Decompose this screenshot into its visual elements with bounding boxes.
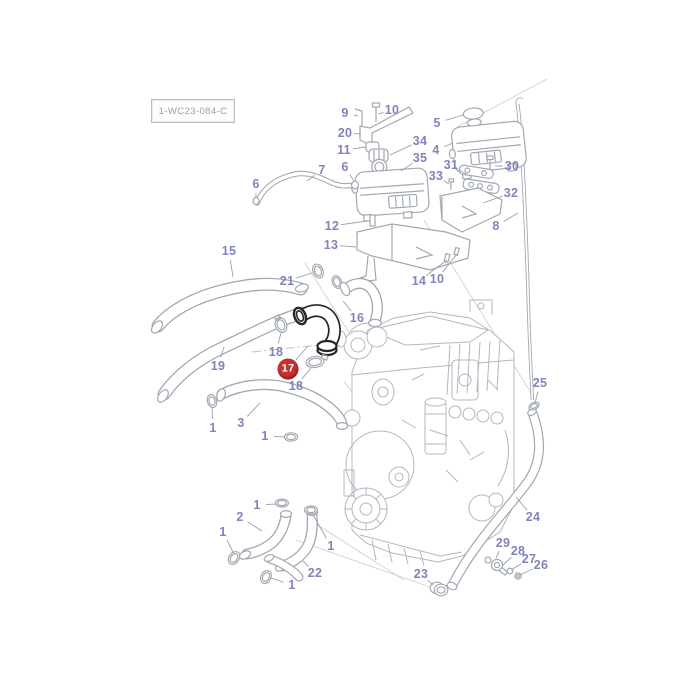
- bolt-33: [448, 178, 455, 183]
- leader-line-1: [265, 503, 277, 505]
- expansion-tank-35: [351, 158, 430, 222]
- leader-line-9: [353, 114, 359, 117]
- leader-line-14: [425, 259, 448, 276]
- leader-line-6: [349, 174, 355, 182]
- bracket-32: [439, 187, 503, 233]
- hose-7: [252, 170, 360, 206]
- clamp-1d: [227, 550, 241, 566]
- leader-line-34: [389, 144, 413, 156]
- leader-line-28: [502, 556, 512, 566]
- leader-line-19: [220, 346, 225, 358]
- clamp-18-upper: [273, 313, 288, 333]
- leader-line-15: [229, 259, 234, 278]
- mounting-hardware: [439, 155, 503, 233]
- leader-line-12: [340, 220, 368, 226]
- washer-29: [484, 556, 492, 564]
- leader-line-17: [295, 345, 309, 361]
- clamp-kit-26-29: [484, 556, 522, 580]
- ring-23: [429, 581, 449, 597]
- leader-line-10: [377, 112, 384, 115]
- spigot-hose: [263, 553, 304, 582]
- drawing-number-label: 1-WC23-084-C: [151, 99, 235, 123]
- leader-line-1: [270, 577, 284, 583]
- leader-line-33: [443, 180, 450, 185]
- fitting-12: [369, 214, 376, 227]
- clamp-1e: [303, 505, 319, 515]
- hose-15: [150, 277, 310, 334]
- highlighted-elbow-17: [292, 304, 341, 357]
- clamp-21: [312, 263, 343, 289]
- bracket-20: [359, 106, 414, 147]
- leader-line-10: [442, 253, 458, 273]
- leader-line-21: [295, 272, 313, 279]
- nut-26: [514, 572, 522, 580]
- oil-filter: [424, 397, 447, 455]
- clamp-1c: [275, 498, 290, 508]
- leader-line-25: [534, 391, 539, 404]
- elbow-2: [238, 510, 293, 560]
- leader-line-8: [503, 212, 519, 222]
- clamp-6-right: [351, 180, 360, 190]
- bracket-20-group: [354, 102, 414, 153]
- clamp-1a: [206, 393, 218, 409]
- leader-line-16: [342, 300, 352, 312]
- leader-line-18: [277, 332, 282, 344]
- leader-line-22: [302, 560, 309, 567]
- valve-cover: [368, 315, 490, 346]
- bolt-10: [371, 102, 381, 108]
- leader-line-2: [247, 521, 263, 532]
- leader-line-1: [211, 406, 214, 420]
- clamp-6-left: [252, 196, 260, 206]
- leader-line-5: [445, 114, 464, 121]
- leader-line-31: [458, 169, 467, 175]
- leader-line-23: [427, 579, 434, 586]
- ring-25: [528, 401, 540, 411]
- leader-line-35: [400, 162, 413, 172]
- leader-line-32: [482, 195, 503, 204]
- leader-line-1: [312, 514, 327, 539]
- heat-shield-13: [356, 223, 471, 283]
- leader-line-27: [510, 563, 522, 571]
- bolt-9: [354, 108, 363, 126]
- leader-lines: [211, 112, 539, 586]
- bolt-30: [486, 155, 494, 161]
- leader-line-18: [301, 367, 312, 380]
- leader-line-3: [246, 402, 261, 417]
- clamp-1b: [283, 432, 299, 442]
- clamp-1f: [259, 569, 273, 585]
- leader-line-7: [306, 174, 316, 182]
- leader-line-13: [339, 245, 357, 248]
- leader-line-26: [519, 568, 534, 576]
- leader-line-1: [273, 435, 286, 438]
- leader-line-29: [495, 550, 500, 559]
- elbow-16: [339, 277, 383, 328]
- crank-pulley: [344, 487, 388, 531]
- leader-line-4: [444, 142, 454, 147]
- hose-24: [446, 407, 545, 591]
- leader-line-24: [515, 496, 528, 511]
- leader-line-11: [352, 146, 367, 150]
- p-clamp-28: [490, 558, 504, 572]
- filler-cap-5: [462, 107, 484, 120]
- leader-line-1: [226, 539, 234, 553]
- hose-3: [216, 379, 349, 431]
- clamp-18-lower: [305, 353, 329, 369]
- bolt-14: [443, 252, 451, 264]
